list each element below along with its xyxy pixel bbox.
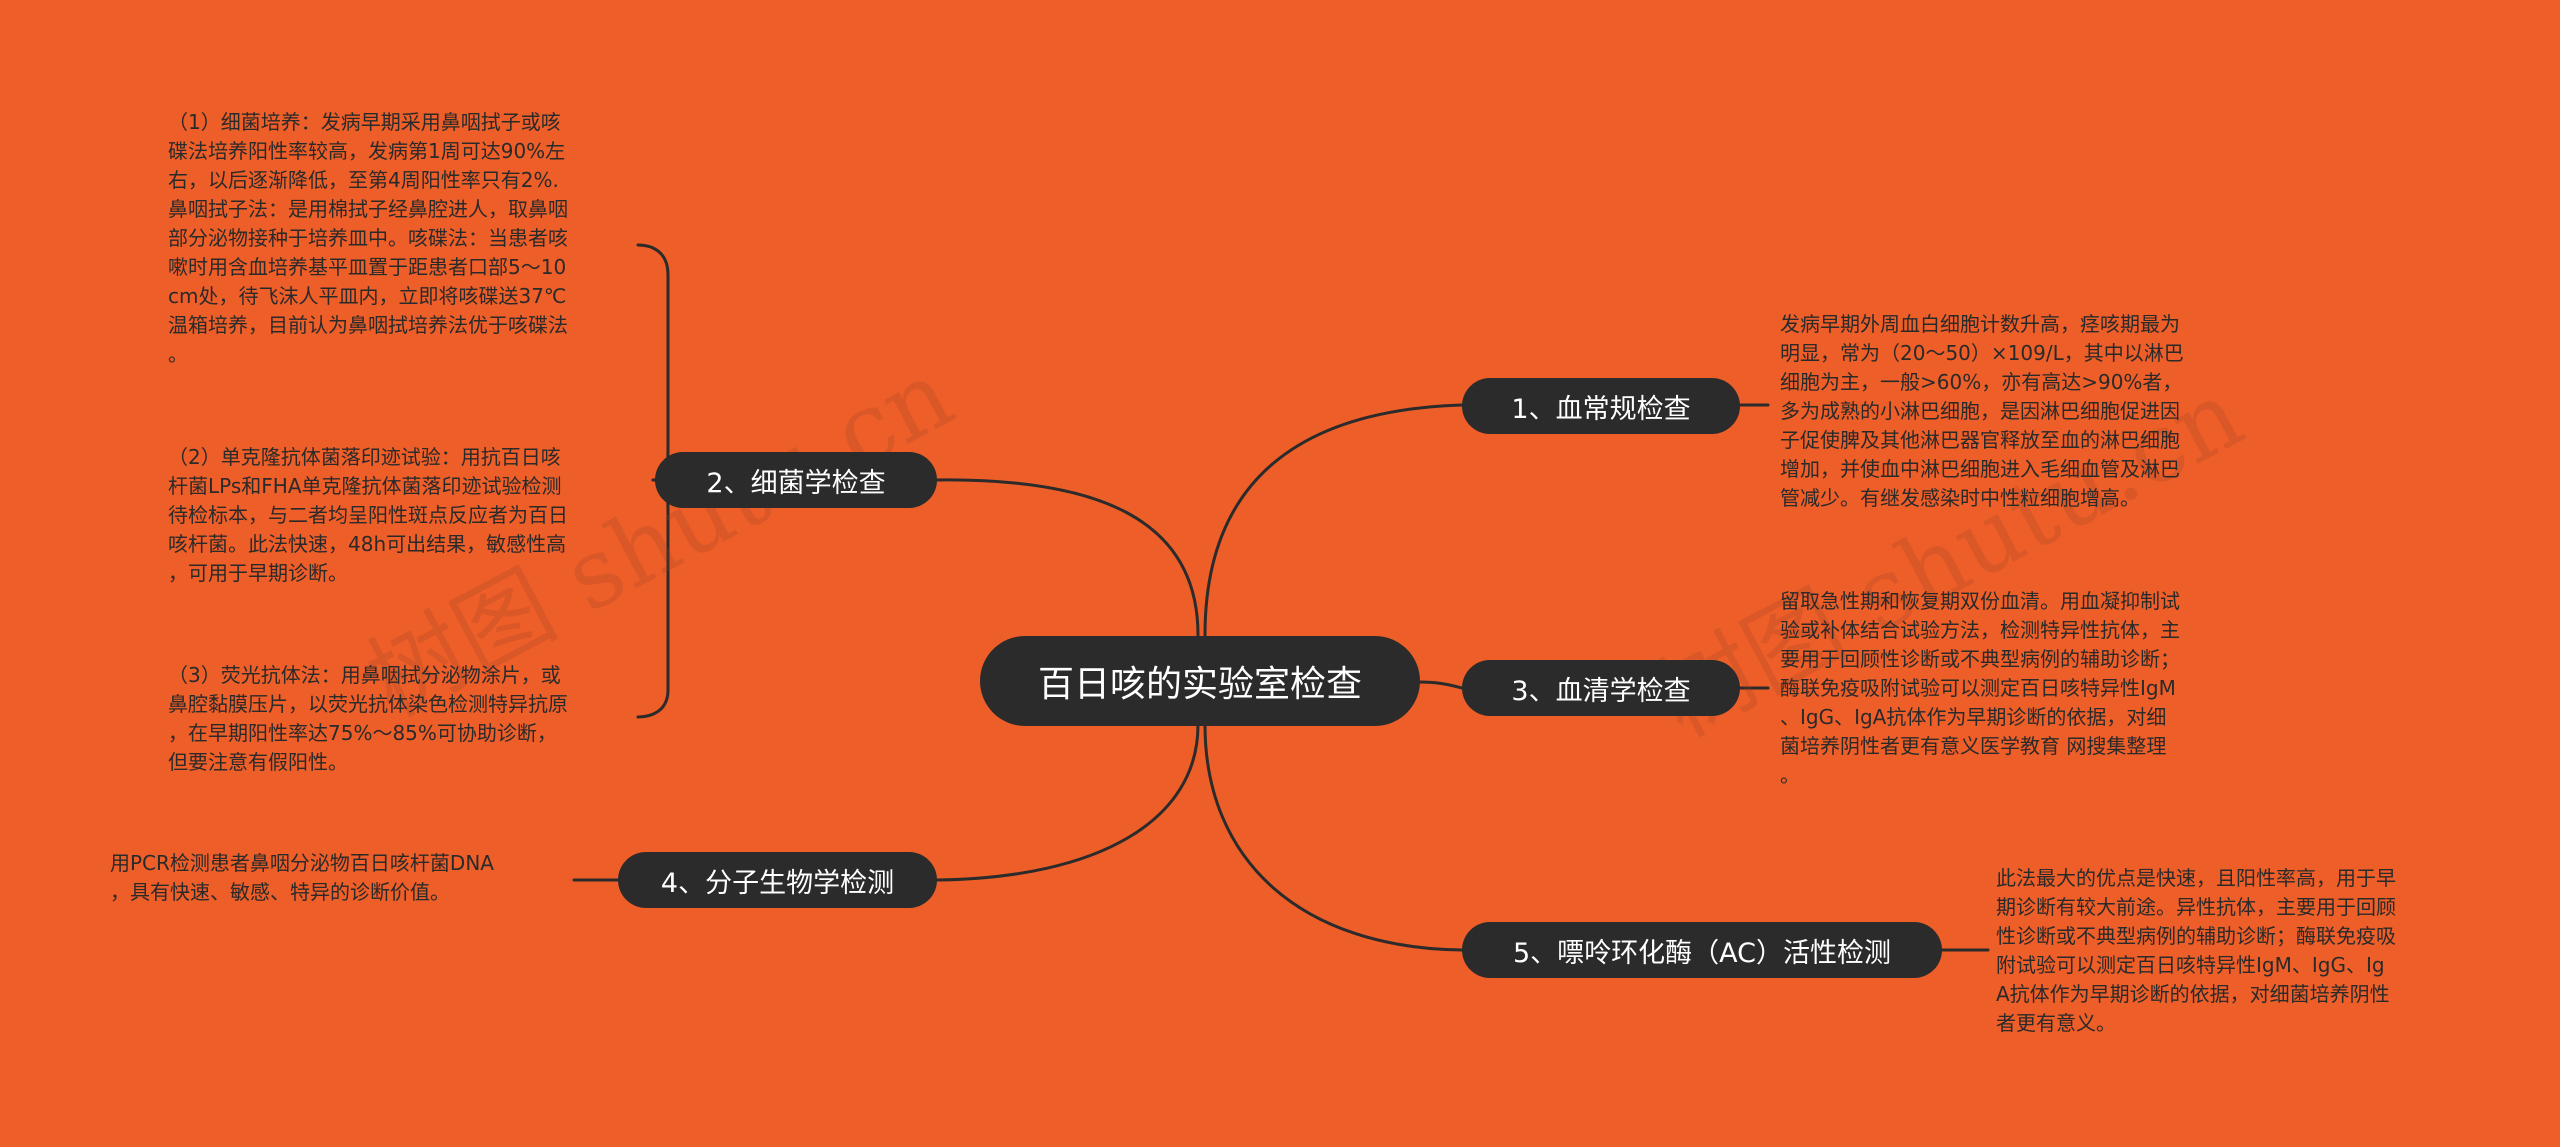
note-ac-activity: 此法最大的优点是快速，且阳性率高，用于早 期诊断有较大前途。异性抗体，主要用于回… bbox=[1996, 866, 2396, 1035]
bracket-b2-low bbox=[636, 478, 670, 719]
note-monoclonal-antibody: （2）单克隆抗体菌落印迹试验：用抗百日咳 杆菌LPs和FHA单克隆抗体菌落印迹试… bbox=[168, 445, 568, 585]
note-serology: 留取急性期和恢复期双份血清。用血凝抑制试 验或补体结合试验方法，检测特异性抗体，… bbox=[1780, 589, 2180, 787]
link-b3 bbox=[1416, 680, 1464, 690]
link-b1 bbox=[1203, 403, 1464, 637]
note-molecular: 用PCR检测患者鼻咽分泌物百日咳杆菌DNA ，具有快速、敏感、特异的诊断价值。 bbox=[110, 851, 494, 904]
branch-node-molecular[interactable]: 4、分子生物学检测 bbox=[618, 852, 937, 908]
note-fluorescent-antibody: （3）荧光抗体法：用鼻咽拭分泌物涂片，或 鼻腔黏膜压片，以荧光抗体染色检测特异抗… bbox=[168, 663, 568, 774]
note-blood-routine: 发病早期外周血白细胞计数升高，痉咳期最为 明显，常为（20～50）×109/L，… bbox=[1780, 312, 2184, 510]
note-bacterial-culture: （1）细菌培养：发病早期采用鼻咽拭子或咳 碟法培养阳性率较高，发病第1周可达90… bbox=[168, 110, 568, 366]
branch-node-bacteriology[interactable]: 2、细菌学检查 bbox=[655, 452, 937, 508]
branch-node-serology[interactable]: 3、血清学检查 bbox=[1462, 660, 1740, 716]
branch-node-ac-activity[interactable]: 5、嘌呤环化酶（AC）活性检测 bbox=[1462, 922, 1942, 978]
branch-node-blood-routine[interactable]: 1、血常规检查 bbox=[1462, 378, 1740, 434]
root-node[interactable]: 百日咳的实验室检查 bbox=[980, 636, 1420, 726]
link-b5 bbox=[1203, 723, 1464, 952]
bracket-b2 bbox=[636, 243, 670, 482]
link-b4 bbox=[935, 723, 1200, 882]
link-b2 bbox=[935, 478, 1200, 637]
